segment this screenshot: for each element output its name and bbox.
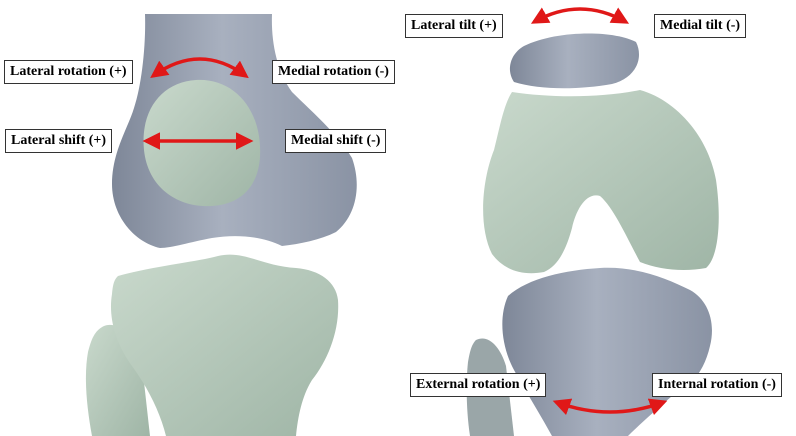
label-internal-rotation: Internal rotation (-) (652, 373, 782, 397)
label-medial-shift: Medial shift (-) (285, 129, 386, 153)
label-lateral-tilt: Lateral tilt (+) (405, 14, 503, 38)
femur-right (483, 90, 719, 273)
tilt-arc-arrow (534, 9, 626, 22)
label-lateral-rotation: Lateral rotation (+) (4, 60, 133, 84)
label-medial-tilt: Medial tilt (-) (654, 14, 746, 38)
label-external-rotation: External rotation (+) (410, 373, 546, 397)
patella-right (510, 33, 639, 88)
label-lateral-shift: Lateral shift (+) (5, 129, 112, 153)
label-medial-rotation: Medial rotation (-) (272, 60, 395, 84)
